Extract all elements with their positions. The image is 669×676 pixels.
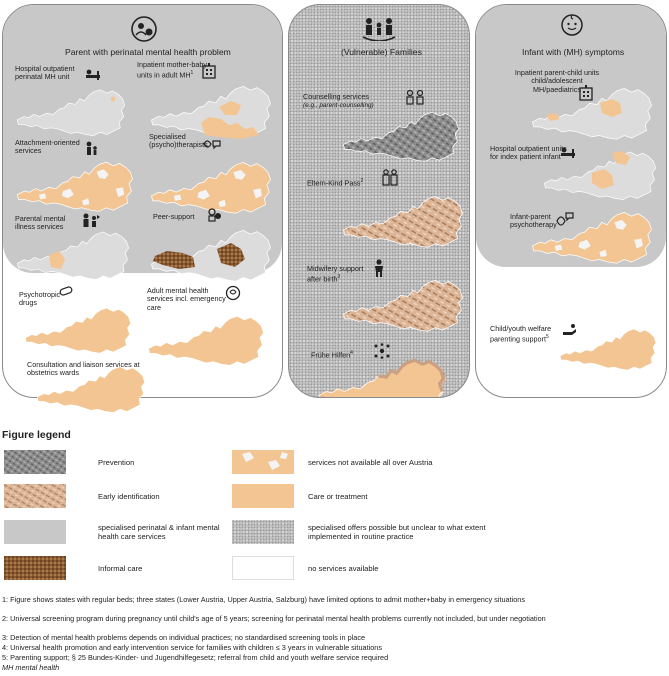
middle-panel-title: (Vulnerable) Families: [341, 47, 422, 57]
talking-heads-icon: [203, 140, 221, 150]
parent-head-icon: [131, 16, 157, 42]
map-midwifery-support: [341, 273, 465, 335]
legend-swatch-early-identification: [4, 484, 66, 508]
map-hospital-outpatient-perinatal: [15, 83, 127, 139]
counselling-icon: [406, 89, 424, 105]
item-label-psychotropic-drugs: Psychotropic drugs: [19, 290, 61, 308]
map-adult-mental-health: [143, 309, 269, 369]
eltern-kind-text: Eltern-Kind Pass: [307, 178, 361, 188]
counselling-label-text: Counselling services: [303, 92, 369, 101]
hospital-bed-icon-right: [561, 147, 575, 158]
map-attachment-oriented: [15, 155, 135, 215]
baby-face-icon: [561, 14, 583, 36]
legend-label-care-treatment: Care or treatment: [308, 492, 368, 501]
item-label-inpatient-mother-baby-text: Inpatient mother-baby units in adult MH: [137, 60, 207, 80]
legend-label-not-all-over: services not available all over Austria: [308, 458, 433, 467]
map-inpatient-parent-child: [530, 81, 654, 143]
right-panel-title: Infant with (MH) symptoms: [522, 47, 625, 57]
right-panel: Infant with (MH) symptoms Inpatient pare…: [475, 4, 667, 398]
left-specialised-area: [3, 5, 282, 273]
left-panel-title: Parent with perinatal mental health prob…: [65, 47, 231, 57]
pregnant-parent-icon: [382, 169, 398, 186]
footnote-abbreviation: MH mental health: [2, 663, 60, 672]
map-inpatient-mother-baby: [149, 79, 273, 139]
legend-swatch-not-all-over: [232, 450, 294, 474]
item-label-parental-mental-illness: Parental mental illness services: [15, 214, 66, 232]
map-parental-mental-illness: [15, 225, 131, 283]
left-panel: Parent with perinatal mental health prob…: [2, 4, 283, 398]
counselling-sublabel: (e.g., parent-counselling): [303, 102, 374, 110]
map-infant-parent-psychotherapy: [530, 205, 654, 267]
map-hospital-outpatient-infant: [542, 151, 658, 203]
hospital-building-icon-right: [579, 85, 593, 101]
map-fruehe-hilfen-full: [316, 358, 446, 396]
footnote-1: 1: Figure shows states with regular beds…: [2, 595, 525, 604]
hospital-bed-icon: [86, 69, 100, 80]
map-psychotropic-drugs: [23, 301, 133, 357]
item-label-specialised-psychotherapists: Specialised (psycho)therapists: [149, 132, 208, 150]
map-child-youth-welfare: [558, 323, 658, 373]
footnote-3: 3: Detection of mental health problems d…: [2, 633, 366, 642]
hand-support-icon: [563, 324, 576, 335]
child-youth-welfare-text: Child/youth welfare parenting support: [490, 324, 552, 344]
peer-people-icon: [208, 208, 221, 222]
legend-label-no-services: no services available: [308, 564, 379, 573]
map-consultation-liaison-full: [32, 360, 150, 416]
legend-swatch-specialised: [4, 520, 66, 544]
item-label-hospital-outpatient-perinatal: Hospital outpatient perinatal MH unit: [15, 64, 75, 82]
item-label-midwifery-support: Midwifery support after birth3: [307, 264, 371, 284]
midwife-icon: [375, 259, 383, 277]
head-brain-icon: [225, 285, 241, 301]
item-label-infant-parent-psychotherapy: Infant-parent psychotherapy: [510, 212, 557, 230]
item-label-hospital-outpatient-infant: Hospital outpatient units for index pati…: [490, 144, 567, 162]
legend-swatch-unclear: [232, 520, 294, 544]
footnote-ref-1: 1: [190, 70, 194, 77]
legend-label-early-identification: Early identification: [98, 492, 160, 501]
parent-child-icon: [86, 141, 97, 155]
legend-title: Figure legend: [2, 429, 71, 441]
item-label-eltern-kind-pass: Eltern-Kind Pass2: [307, 177, 387, 188]
footnote-ref-5: 5: [545, 334, 549, 341]
item-label-attachment-oriented: Attachment-oriented services: [15, 138, 80, 156]
pill-icon: [59, 286, 73, 296]
legend-label-specialised: specialised perinatal & infant mental he…: [98, 523, 220, 541]
footnote-4: 4: Universal health promotion and early …: [2, 643, 382, 652]
item-label-inpatient-mother-baby: Inpatient mother-baby units in adult MH1: [137, 60, 209, 80]
footnote-ref-4: 4: [350, 350, 353, 356]
footnote-ref-3: 3: [337, 274, 341, 281]
item-label-adult-mental-health: Adult mental health services incl. emerg…: [147, 286, 226, 312]
family-icon: [362, 18, 396, 41]
legend-label-unclear: specialised offers possible but unclear …: [308, 523, 486, 541]
legend-label-prevention: Prevention: [98, 458, 135, 467]
footnote-5: 5: Parenting support; § 25 Bundes-Kinder…: [2, 653, 389, 662]
item-label-fruehe-hilfen: Frühe Hilfen4: [311, 349, 371, 360]
map-counselling-services: [341, 105, 461, 165]
hospital-building-icon: [202, 63, 216, 79]
midwifery-text: Midwifery support after birth: [307, 264, 364, 284]
fruehe-hilfen-text: Frühe Hilfen: [311, 350, 351, 360]
item-label-inpatient-parent-child: Inpatient parent-child units child/adole…: [514, 68, 600, 94]
item-label-consultation-liaison: Consultation and liaison services at obs…: [27, 360, 140, 378]
map-peer-support: [149, 223, 273, 285]
legend-swatch-no-services: [232, 556, 294, 580]
item-label-peer-support: Peer-support: [153, 212, 195, 221]
map-eltern-kind-pass: [341, 189, 465, 251]
therapy-chat-icon: [556, 212, 574, 226]
network-icon: [374, 343, 390, 359]
middle-panel: (Vulnerable) Families Counselling servic…: [288, 4, 470, 398]
footnote-ref-2: 2: [360, 178, 364, 184]
legend-label-informal-care: Informal care: [98, 564, 143, 573]
legend-swatch-care-treatment: [232, 484, 294, 508]
legend-swatch-informal-care: [4, 556, 66, 580]
family-support-icon: [83, 213, 100, 227]
item-label-counselling-services: Counselling services(e.g., parent-counse…: [303, 92, 403, 111]
footnote-2: 2: Universal screening program during pr…: [2, 614, 546, 623]
item-label-child-youth-welfare: Child/youth welfare parenting support5: [490, 324, 576, 344]
legend-swatch-prevention: [4, 450, 66, 474]
